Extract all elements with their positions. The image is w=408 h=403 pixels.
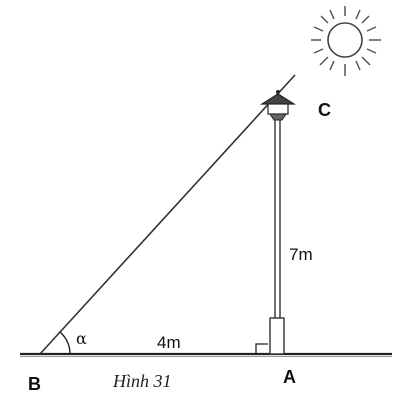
height-label: 7m <box>289 245 313 264</box>
point-label-b: B <box>28 374 41 394</box>
point-label-c: C <box>318 100 331 120</box>
sun-icon <box>311 6 381 76</box>
base-label: 4m <box>157 333 181 352</box>
street-lamp-icon <box>259 90 297 355</box>
point-label-a: A <box>283 367 296 387</box>
ground <box>20 352 392 357</box>
figure-caption: Hình 31 <box>112 371 172 391</box>
angle-label: α <box>76 329 87 348</box>
sun-ray-hypotenuse <box>39 74 296 355</box>
angle-arc <box>59 331 71 355</box>
right-angle-marker <box>255 343 268 354</box>
